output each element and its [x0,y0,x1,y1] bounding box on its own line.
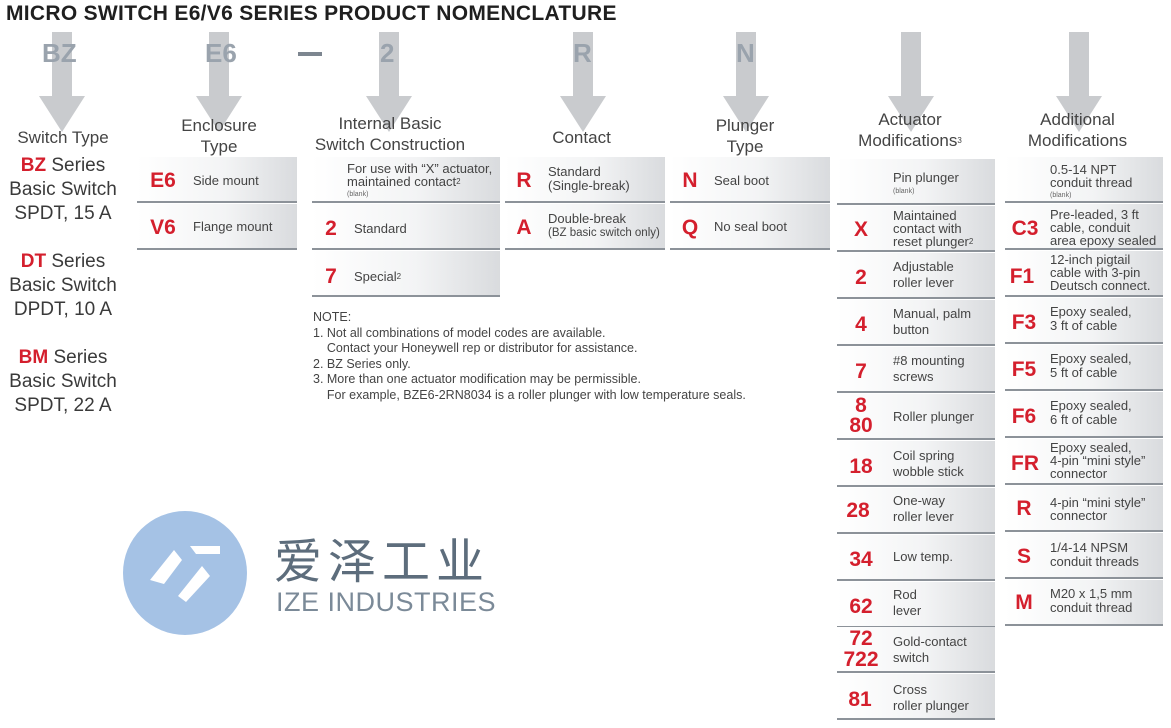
header-contact: Contact [552,128,611,147]
code-dash [298,52,322,56]
code-letter-series: BZ [42,38,77,68]
arrow-down-icon [888,32,934,132]
actuator-row: Pin plunger(blank) [837,159,995,205]
actuator-row: 34 Low temp. [837,535,995,581]
additional-row: F5 Epoxy sealed,5 ft of cable [1005,345,1163,391]
watermark-en: IZE INDUSTRIES [276,587,497,617]
arrow-down-icon [723,32,769,132]
page-title: MICRO SWITCH E6/V6 SERIES PRODUCT NOMENC… [6,2,617,25]
plunger-row: Q No seal boot [670,204,830,250]
construction-row: For use with “X” actuator, maintained co… [312,157,500,203]
enclosure-row: E6 Side mount [137,157,297,203]
code-letter-enclosure: E6 [205,38,237,68]
arrow-down-icon [366,32,412,132]
header-actuator: Actuator Modifications3 [858,110,962,150]
construction-row: 2 Standard [312,204,500,250]
ize-logo-icon [123,511,247,635]
notes-block: NOTE: 1. Not all combinations of model c… [313,310,746,402]
plunger-row: N Seal boot [670,157,830,203]
additional-row: F3 Epoxy sealed,3 ft of cable [1005,298,1163,344]
arrow-down-icon [196,32,242,132]
watermark-cn: 爱泽工业 [274,534,491,590]
contact-row: A Double-break(BZ basic switch only) [505,204,665,250]
arrow-down-icon [560,32,606,132]
code-letter-plunger: N [736,38,755,68]
arrow-down-icon [1056,32,1102,132]
additional-row: FR Epoxy sealed,4-pin “mini style”connec… [1005,439,1163,485]
header-switch-type: Switch Type [17,128,109,147]
construction-row: 7 Special2 [312,251,500,297]
additional-row: R 4-pin “mini style”connector [1005,486,1163,532]
enclosure-row: V6 Flange mount [137,204,297,250]
code-letter-contact: R [573,38,592,68]
additional-row: F6 Epoxy sealed,6 ft of cable [1005,392,1163,438]
contact-row: R Standard(Single-break) [505,157,665,203]
arrow-down-icon [39,32,85,132]
code-letter-construction: 2 [380,38,395,68]
